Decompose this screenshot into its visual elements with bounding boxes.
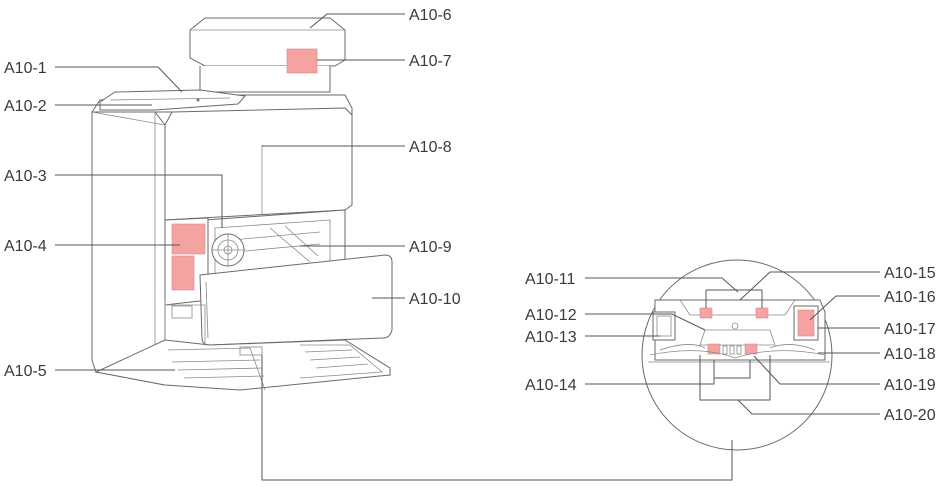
label-a10-20: A10-20 <box>884 407 936 424</box>
label-a10-9: A10-9 <box>409 239 452 256</box>
leader-lines <box>55 13 880 415</box>
label-sticker-highlight <box>286 48 318 74</box>
sensor-right-highlight <box>755 307 769 319</box>
label-a10-4: A10-4 <box>4 238 47 255</box>
base-station-illustration <box>91 17 393 391</box>
label-a10-16: A10-16 <box>884 289 936 306</box>
label-a10-13: A10-13 <box>525 329 577 346</box>
label-a10-8: A10-8 <box>409 139 452 156</box>
sensor-left-highlight <box>699 307 713 319</box>
label-a10-18: A10-18 <box>884 346 936 363</box>
tank-handle-highlight-lower <box>171 255 195 291</box>
label-a10-6: A10-6 <box>409 7 452 24</box>
zoom-detail <box>261 259 833 481</box>
contact-left-highlight <box>707 343 721 355</box>
side-part-highlight <box>797 309 815 337</box>
contact-right-highlight <box>744 343 758 355</box>
label-a10-19: A10-19 <box>884 377 936 394</box>
label-a10-3: A10-3 <box>4 168 47 185</box>
label-a10-2: A10-2 <box>4 98 47 115</box>
label-a10-5: A10-5 <box>4 363 47 380</box>
label-a10-1: A10-1 <box>4 60 47 77</box>
label-a10-12: A10-12 <box>525 307 577 324</box>
label-a10-11: A10-11 <box>525 271 576 288</box>
label-a10-17: A10-17 <box>884 321 936 338</box>
callout-labels: A10-1 A10-2 A10-3 A10-4 A10-5 A10-6 A10-… <box>4 7 936 424</box>
zoom-connector-line <box>261 355 733 481</box>
label-a10-10: A10-10 <box>409 291 461 308</box>
label-a10-14: A10-14 <box>525 377 577 394</box>
tank-handle-highlight <box>171 223 206 255</box>
label-a10-15: A10-15 <box>884 265 936 282</box>
label-a10-7: A10-7 <box>409 53 452 70</box>
